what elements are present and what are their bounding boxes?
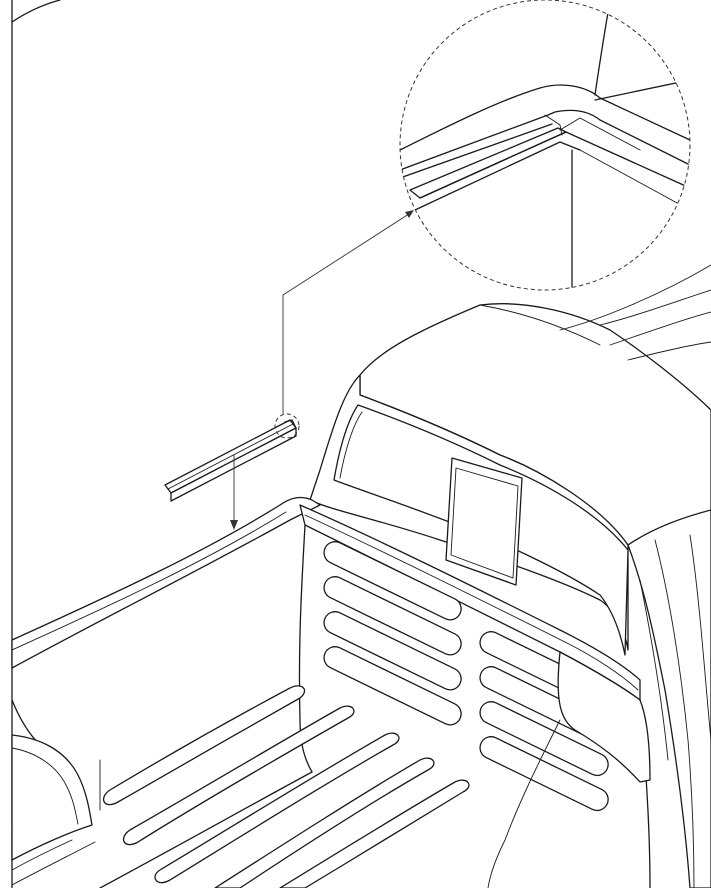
placement-arrow [230,455,238,530]
step-number-fragment [11,0,61,23]
bed-rail-strip [164,419,297,502]
callout-leader [282,210,414,414]
detail-zoom [399,0,691,291]
detail-callout-circle-small [274,413,300,439]
truck-bed [11,496,651,888]
bed-floor-ribs [99,685,470,888]
detail-callout-circle-large [399,0,691,291]
truck-cab [309,264,711,888]
wheel-well [11,734,93,861]
front-wall-ribs [323,541,609,812]
